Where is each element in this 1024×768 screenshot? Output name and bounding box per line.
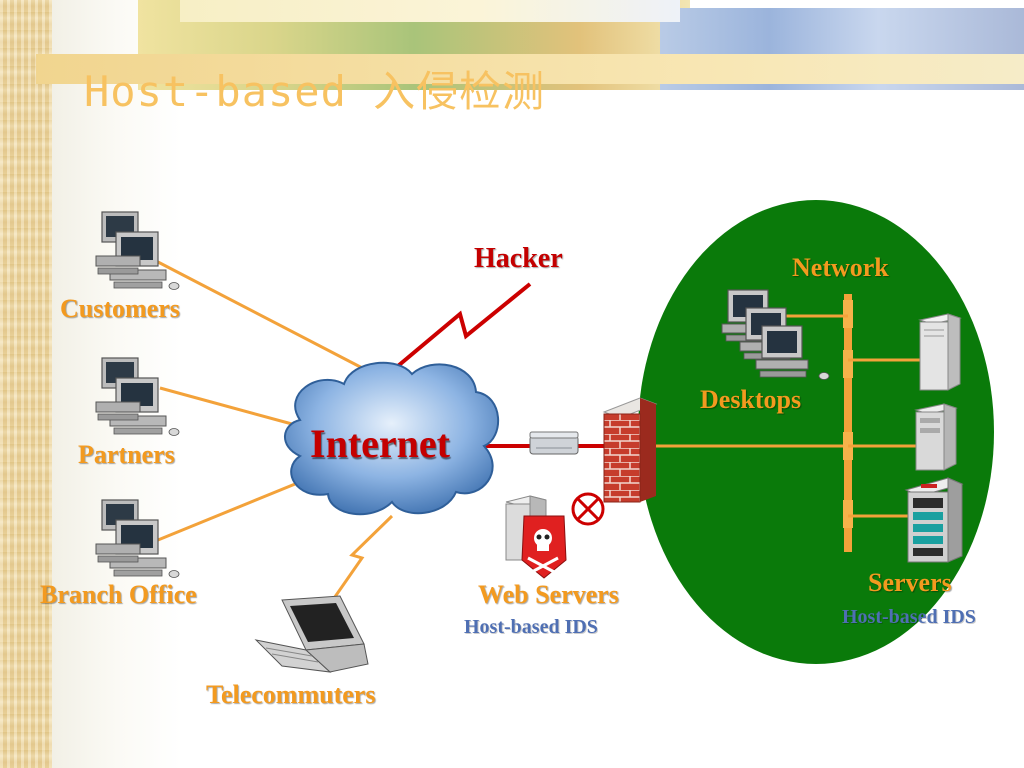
internet-label: Internet (310, 421, 450, 466)
banner-stripe (36, 54, 1024, 84)
link-branch-office (157, 480, 301, 542)
link-telecommuters (328, 514, 394, 605)
web-servers-ids-label: Host-based IDS (464, 616, 598, 638)
server-tower-icon-2 (914, 403, 958, 471)
branch-office-label: Branch Office (40, 580, 197, 609)
customers-computer-icon (95, 211, 180, 291)
branch-office-computer-icon (95, 499, 180, 579)
hacker-attack-bolt (384, 282, 532, 378)
servers-label: Servers (868, 568, 952, 597)
firewall-icon (602, 397, 658, 503)
desktops-computer-icon (721, 289, 830, 380)
partners-computer-icon (95, 357, 180, 437)
blocked-icon (571, 492, 605, 526)
web-servers-label: Web Servers (478, 580, 619, 609)
hacker-label: Hacker (474, 243, 563, 274)
top-banner-highlight (180, 0, 680, 22)
server-rack-icon (904, 477, 964, 563)
router-icon (529, 431, 579, 455)
laptop-icon (254, 595, 369, 673)
server-tower-icon-1 (918, 313, 962, 391)
telecommuters-label: Telecommuters (206, 680, 376, 709)
ids-shield-skull-icon (521, 515, 567, 579)
client-links (157, 260, 371, 542)
internet-cloud (284, 361, 499, 516)
customers-label: Customers (60, 294, 180, 323)
network-zone (638, 200, 994, 664)
link-customers (157, 260, 371, 374)
desktops-label: Desktops (700, 385, 802, 414)
partners-label: Partners (78, 440, 175, 469)
network-label: Network (792, 253, 889, 282)
slide-title: Host-based 入侵检测 (84, 67, 546, 116)
servers-ids-label: Host-based IDS (842, 606, 976, 628)
parchment-strip (0, 0, 52, 768)
link-partners (159, 386, 293, 426)
